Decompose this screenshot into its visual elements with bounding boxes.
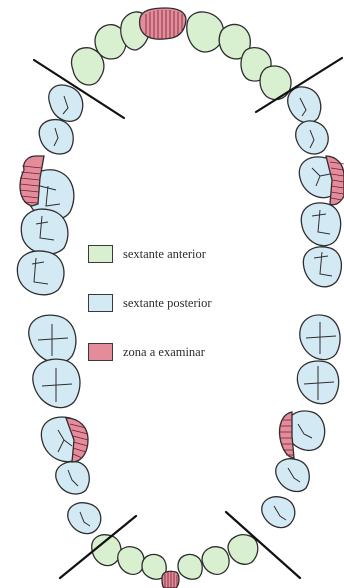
upper-exam-tooth — [140, 8, 186, 39]
lower-right-exam-tooth — [280, 412, 295, 458]
swatch-posterior — [88, 294, 113, 312]
legend-item-anterior: sextante anterior — [88, 245, 206, 263]
tooth-upper-left-posterior — [39, 120, 73, 154]
legend-item-posterior: sextante posterior — [88, 294, 212, 312]
swatch-anterior — [88, 245, 113, 263]
tooth-lower-right-exam — [280, 412, 295, 458]
lower-right-posterior-teeth — [262, 315, 340, 528]
legend-item-exam: zona a examinar — [88, 343, 205, 361]
tooth-lower-anterior — [118, 547, 144, 575]
legend-label-posterior: sextante posterior — [123, 296, 212, 311]
tooth-lower-right-posterior — [262, 497, 295, 528]
tooth-upper-exam — [140, 8, 186, 39]
legend-label-anterior: sextante anterior — [123, 247, 206, 262]
tooth-upper-right-posterior — [288, 87, 321, 123]
tooth-lower-left-posterior — [68, 503, 101, 534]
tooth-lower-exam — [162, 571, 179, 588]
tooth-lower-anterior — [228, 535, 258, 565]
tooth-upper-anterior — [187, 12, 224, 52]
tooth-upper-left-posterior — [21, 209, 68, 254]
tooth-upper-left-posterior — [17, 251, 64, 295]
swatch-exam — [88, 343, 113, 361]
tooth-upper-left-posterior — [49, 85, 83, 121]
tooth-upper-right-posterior — [301, 203, 340, 246]
lower-exam-tooth — [162, 571, 179, 588]
tooth-lower-anterior — [202, 547, 229, 575]
tooth-upper-right-posterior — [296, 121, 328, 154]
tooth-lower-anterior — [178, 554, 202, 579]
legend-label-exam: zona a examinar — [123, 345, 205, 360]
tooth-lower-left-posterior — [56, 462, 89, 494]
tooth-upper-anterior — [260, 66, 291, 100]
